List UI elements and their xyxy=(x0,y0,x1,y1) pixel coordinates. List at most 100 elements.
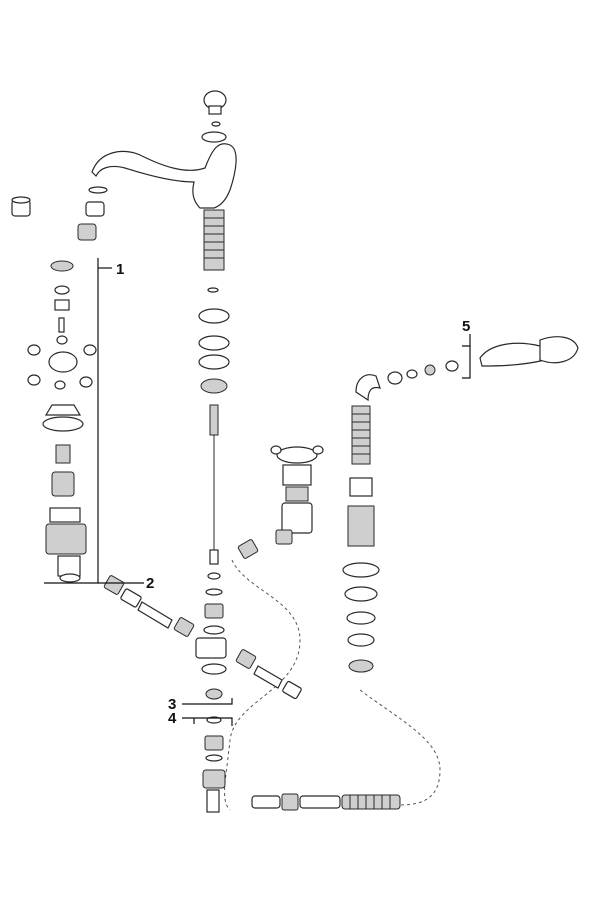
callout-2-label: 2 xyxy=(146,575,154,592)
center-lower-pipe xyxy=(206,789,220,813)
right-supply-pipe xyxy=(253,665,283,689)
diverter-fitting xyxy=(424,364,436,376)
center-oring xyxy=(203,625,225,635)
valve-cartridge-spindle xyxy=(55,444,71,464)
callout-2: 2 xyxy=(98,575,154,592)
valve-index-cap xyxy=(54,285,70,295)
tee-connector xyxy=(195,637,227,659)
callout-4: 4 xyxy=(168,710,233,727)
right-valve-outlet xyxy=(275,529,293,545)
right-handle-arm-l xyxy=(270,445,282,455)
hand-shower-handle xyxy=(479,342,546,367)
diverter-threaded-tube xyxy=(351,405,371,465)
valve-flange xyxy=(42,416,84,432)
valve-index-ring xyxy=(50,260,74,272)
hand-shower xyxy=(479,336,579,367)
hose-ferrule-ridges xyxy=(349,795,391,809)
aerator-parts xyxy=(11,186,108,241)
cross-handle-arm-s xyxy=(54,380,66,390)
shower-hose xyxy=(251,793,401,811)
spout-shank-threads xyxy=(204,217,224,259)
center-threaded-rod xyxy=(209,404,219,436)
callout-5-bracket xyxy=(462,345,471,379)
cross-handle-arm-ne xyxy=(83,344,97,356)
hose-end-fitting xyxy=(251,795,281,809)
diverter-elbow xyxy=(355,374,381,402)
right-pipe-fitting xyxy=(282,680,302,700)
diverter-washer-1 xyxy=(406,369,418,379)
cross-handle-arm-nw xyxy=(27,344,41,356)
left-pipe-nut xyxy=(103,575,125,595)
center-washer-3 xyxy=(198,354,230,370)
callout-1-label: 1 xyxy=(116,261,124,278)
callout-5: 5 xyxy=(462,318,471,379)
aerator-washer xyxy=(88,186,108,194)
aerator-cap-top xyxy=(11,196,31,204)
valve-body xyxy=(45,523,87,555)
center-nut-3 xyxy=(205,688,223,700)
diverter-washer-4 xyxy=(344,586,378,602)
center-stack xyxy=(195,287,230,813)
valve-index-insert xyxy=(54,299,70,311)
spout-top-ring xyxy=(201,131,227,143)
right-valve-bonnet xyxy=(282,464,312,486)
valve-screw xyxy=(58,317,65,333)
cross-handle-arm-sw xyxy=(27,374,41,386)
valve-cartridge xyxy=(51,471,75,497)
right-valve-nut xyxy=(237,539,259,559)
hose-line-left xyxy=(224,559,301,811)
center-lower-fitting xyxy=(202,769,226,789)
callout-3: 3 xyxy=(168,696,233,713)
hose-connector xyxy=(299,795,341,809)
callout-5-label: 5 xyxy=(462,318,470,335)
spout-assembly xyxy=(91,90,237,271)
diverter-stack xyxy=(342,360,459,673)
valve-body-outlet-end xyxy=(59,573,81,583)
diverter-washer-5 xyxy=(346,611,376,625)
right-valve-body xyxy=(281,502,313,534)
hose-line-right xyxy=(359,689,441,806)
center-washer-4 xyxy=(205,588,223,596)
hose-nut xyxy=(281,793,299,811)
spout-top-washer xyxy=(211,121,221,127)
diverter-nut xyxy=(387,371,403,385)
valve-body-top xyxy=(49,507,81,523)
diverter-sleeve xyxy=(349,477,373,497)
left-supply-pipe xyxy=(137,601,173,629)
right-pipe-nut xyxy=(235,649,257,669)
diverter-body xyxy=(347,505,375,547)
spout-body xyxy=(91,143,237,209)
center-coupling xyxy=(204,603,224,619)
cross-handle-arm-n xyxy=(56,335,68,345)
right-valve-assembly xyxy=(237,445,324,559)
cross-handle-hub xyxy=(48,351,78,373)
callout-4-label: 4 xyxy=(168,710,177,727)
right-cross-handle xyxy=(276,446,318,464)
hand-shower-head xyxy=(539,336,579,364)
left-pipe-fitting xyxy=(120,588,142,608)
aerator-insert xyxy=(85,201,105,217)
center-gasket-small xyxy=(207,287,219,293)
center-washer-5 xyxy=(201,663,227,675)
diverter-washer-6 xyxy=(347,633,375,647)
cross-handle-arm-se xyxy=(79,376,93,388)
valve-bonnet xyxy=(44,404,82,416)
center-lock-nut xyxy=(200,378,228,394)
diverter-washer-2 xyxy=(445,360,459,372)
diverter-nut-bottom xyxy=(348,659,374,673)
right-valve-spindle xyxy=(285,486,309,502)
left-valve-assembly xyxy=(27,260,97,583)
left-pipe-nut-2 xyxy=(173,617,195,637)
aerator-body xyxy=(77,223,97,241)
center-washer-1 xyxy=(198,308,230,324)
diverter-washer-3 xyxy=(342,562,380,578)
center-small-nut xyxy=(207,572,221,580)
center-lower-washer xyxy=(205,754,223,762)
diverter-tube-threads xyxy=(352,413,370,455)
spout-cap-stem xyxy=(208,105,222,115)
valve-body-outlet xyxy=(57,555,81,577)
spout-threaded-shank xyxy=(203,209,225,271)
right-handle-arm-r xyxy=(312,445,324,455)
